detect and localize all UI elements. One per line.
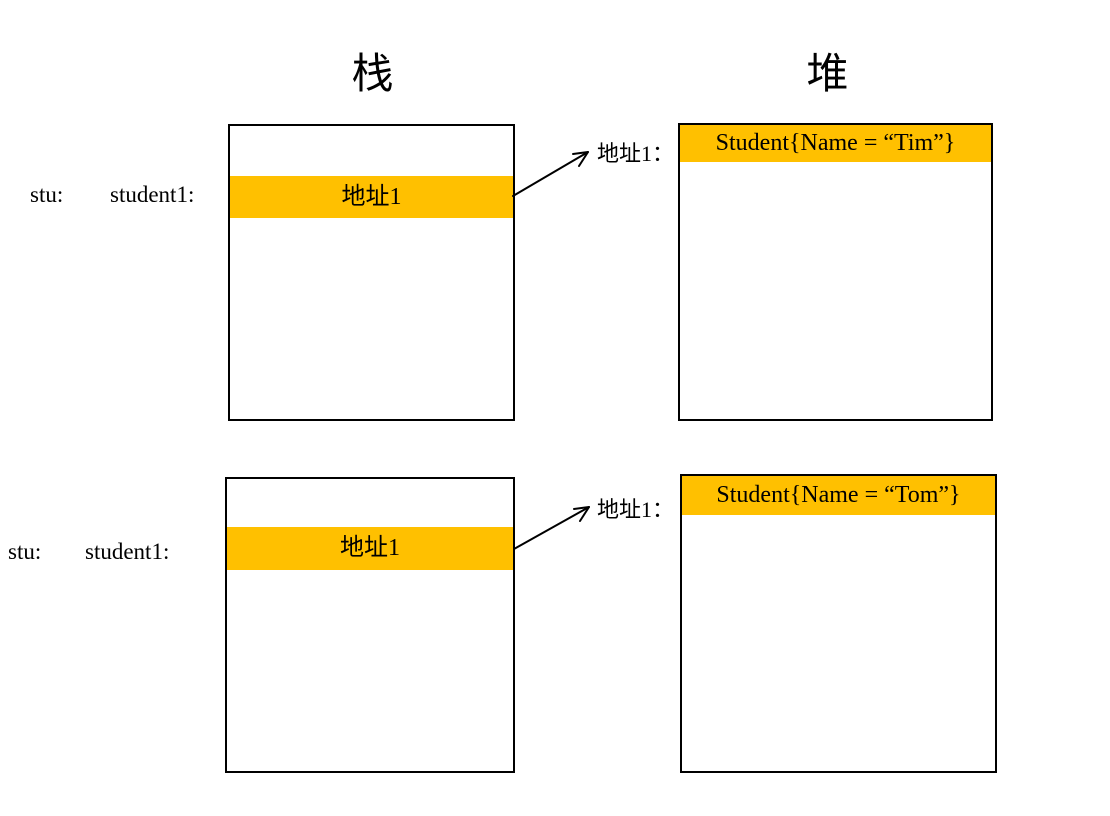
pointer-arrow-icon — [513, 506, 590, 550]
stack-box: 地址1 — [228, 124, 515, 421]
variable-label: student1: — [110, 182, 195, 207]
stu-label: stu: — [8, 539, 42, 564]
heap-object-header: Student{Name = “Tim”} — [680, 125, 991, 162]
stack-cell-address: 地址1 — [227, 527, 513, 570]
heap-box: Student{Name = “Tom”} — [680, 474, 997, 773]
heap-title: 堆 — [806, 52, 849, 98]
heap-box: Student{Name = “Tim”} — [678, 123, 993, 421]
variable-label: student1: — [85, 539, 170, 564]
stu-label: stu: — [30, 182, 64, 207]
pointer-address-label: 地址1： — [597, 497, 675, 522]
stack-box: 地址1 — [225, 477, 515, 773]
pointer-arrow-icon — [512, 151, 589, 197]
stack-cell-address: 地址1 — [230, 176, 513, 218]
stack-title: 栈 — [351, 52, 394, 98]
pointer-address-label: 地址1： — [597, 141, 675, 166]
heap-object-header: Student{Name = “Tom”} — [682, 476, 995, 515]
